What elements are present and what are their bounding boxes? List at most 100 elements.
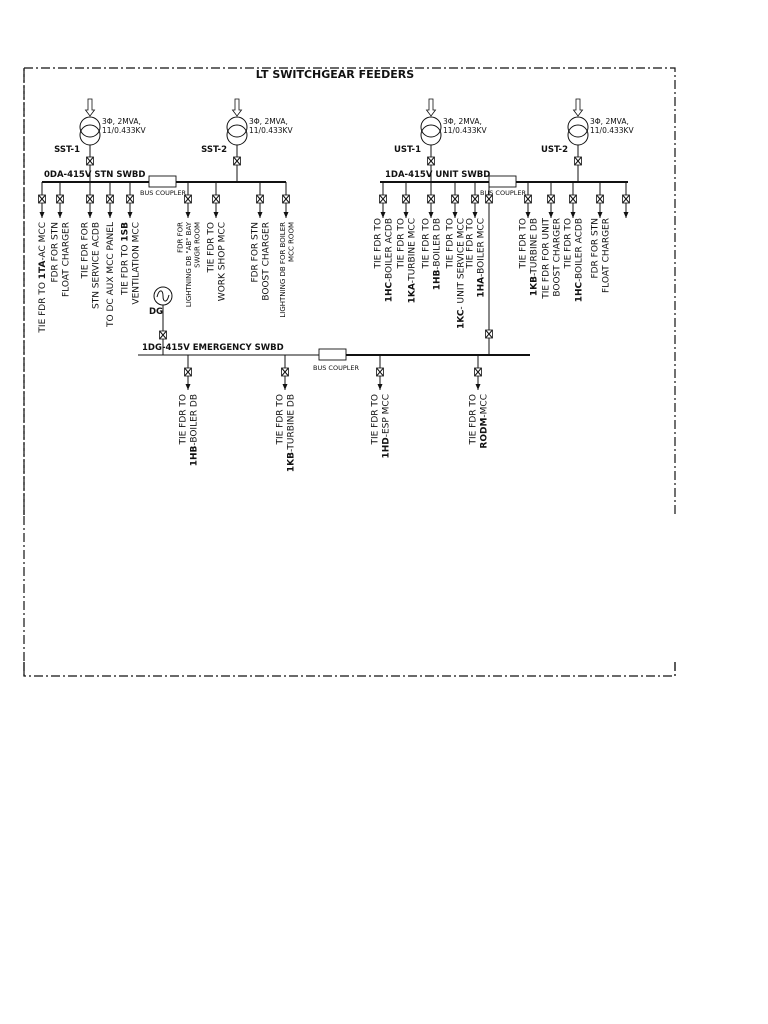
unit-feeder-4-label-line-1: TIE FDR TO [446,218,456,270]
stn-feeder-7-label-segment: WORK SHOP MCC [218,222,228,301]
unit-feeder-2-label-line-1: TIE FDR TO [397,218,407,270]
transformer-sst-2-incomer-arrow [231,98,243,117]
unit-feeder-5-label-segment: TIE FDR TO [466,218,476,270]
unit-feeder-9-arrow [597,212,603,218]
unit-feeder-7-label-segment: TIE FDR FOR UNIT [542,218,552,300]
stn-feeder-2-label-segment: FLOAT CHARGER [62,222,72,297]
bus-label-stn: 0DA-415V STN SWBD [44,170,145,180]
stn-feeder-9-label-line-1: LIGHTNING DB FOR BOILER [279,222,287,318]
stn-feeder-3-label-segment: STN SERVICE ACDB [92,222,102,309]
stn-feeder-2-label-line-2: FLOAT CHARGER [62,222,72,297]
unit-feeder-5-label-line-1: TIE FDR TO [466,218,476,270]
unit-feeder-8-label-segment: 1HC [575,282,585,303]
emergency-feeder-4-label-line-2: RODM-MCC [480,394,490,449]
stn-feeder-2-breaker-cross [56,195,64,203]
stn-feeder-4-arrow [107,212,113,218]
stn-feeder-6-label-line-2: LIGHTNING DB "AB" BAY [185,221,193,307]
stn-feeder-2-label-segment: FDR FOR STN [51,222,61,283]
stn-feeder-6-label-segment: FDR FOR [177,222,185,253]
transformer-ust-2-rating-2: 11/0.433KV [590,126,634,135]
transformer-sst-1-rating-2: 11/0.433KV [102,126,146,135]
stn-feeder-9-breaker-cross [282,195,290,203]
emergency-feeder-4-label-segment: TIE FDR TO [469,394,479,446]
emergency-feeder-4-label-segment: RODM [480,418,490,449]
transformer-sst-2-label: SST-2 [201,145,227,155]
emergency-feeder-2-label-segment: -TURBINE DB [287,394,297,452]
transformer-sst-1-winding-secondary [79,124,101,146]
unit-feeder-8-label-line-2: 1HC-BOILER ACDB [575,218,585,302]
stn-feeder-7-arrow [213,212,219,218]
unit-feeder-7-label-line-1: TIE FDR FOR UNIT [542,218,552,300]
unit-feeder-5-label-segment: -BOILER MCC [477,218,487,277]
stn-feeder-8-label-line-2: BOOST CHARGER [262,222,272,301]
emergency-feeder-4-label-segment: -MCC [480,394,490,418]
emergency-feeder-3-label-line-1: TIE FDR TO [371,394,381,446]
unit-tie-breaker-bottom-cross [485,330,493,338]
stn-feeder-7-label-line-1: TIE FDR TO [207,222,217,274]
unit-feeder-1-label-line-1: TIE FDR TO [374,218,384,270]
transformer-sst-2-rating-2: 11/0.433KV [249,126,293,135]
emergency-feeder-3-label-segment: 1HD [382,437,392,458]
unit-feeder-7-breaker-cross [547,195,555,203]
unit-feeder-9-breaker-cross [596,195,604,203]
unit-feeder-5-arrow [472,212,478,218]
unit-feeder-5-label-line-2: 1HA-BOILER MCC [477,218,487,298]
stn-feeder-1-label-segment: 1TA [38,261,48,280]
emergency-feeder-3-label-segment: -ESP MCC [382,394,392,437]
stn-feeder-5-label-segment: 1SB [121,222,131,242]
emergency-feeder-2-label-segment: TIE FDR TO [276,394,286,446]
unit-feeder-8-label-segment: TIE FDR TO [564,218,574,270]
emergency-feeder-1-label-segment: TIE FDR TO [179,394,189,446]
bus-coupler-label-stn: BUS COUPLER [140,189,186,197]
dg-breaker-cross [159,331,167,339]
stn-feeder-5-arrow [127,212,133,218]
transformer-ust-1-label: UST-1 [394,145,421,155]
emergency-feeder-3-label-segment: TIE FDR TO [371,394,381,446]
unit-tie-breaker-top-cross [485,195,493,203]
bus-coupler-label-emergency: BUS COUPLER [313,364,359,372]
transformer-sst-1-winding-primary [79,116,101,138]
transformer-sst-1-label: SST-1 [54,145,80,155]
unit-feeder-1-label-segment: 1HC [385,282,395,303]
unit-feeder-9-label-line-1: FDR FOR STN [591,218,601,279]
unit-feeder-5-breaker-cross [471,195,479,203]
bus-label-unit: 1DA-415V UNIT SWBD [385,170,490,180]
unit-feeder-6-label-segment: TIE FDR TO [519,218,529,270]
dg-label: DG [149,307,163,317]
stn-feeder-3-label-line-2: STN SERVICE ACDB [92,222,102,309]
transformer-ust-2-rating-1: 3Φ, 2MVA, [590,117,629,126]
unit-feeder-6-label-line-2: 1KB-TURBINE DB [530,218,540,296]
unit-feeder-7-arrow [548,212,554,218]
unit-feeder-3-label-line-2: 1HB-BOILER DB [433,218,443,290]
unit-feeder-1-label-segment: TIE FDR TO [374,218,384,270]
stn-feeder-7-breaker-cross [212,195,220,203]
unit-feeder-1-arrow [380,212,386,218]
unit-feeder-2-arrow [403,212,409,218]
unit-feeder-5-label-segment: 1HA [477,277,487,298]
unit-feeder-6-label-line-1: TIE FDR TO [519,218,529,270]
emergency-feeder-4-arrow [475,384,481,390]
transformer-sst-2-rating-1: 3Φ, 2MVA, [249,117,288,126]
stn-feeder-4-breaker-cross [106,195,114,203]
unit-feeder-2-label-segment: 1KA [408,283,418,303]
unit-feeder-1-label-segment: -BOILER ACDB [385,218,395,282]
transformer-ust-2-winding-primary [567,116,589,138]
transformer-ust-1-rating-2: 11/0.433KV [443,126,487,135]
bus-coupler-emergency [318,348,347,361]
transformer-sst-1-incomer-arrow [84,98,96,117]
transformer-ust-1-incomer-arrow [425,98,437,117]
unit-feeder-9-label-segment: FDR FOR STN [591,218,601,279]
unit-feeder-3-label-segment: 1HB [433,269,443,290]
stn-feeder-3-arrow [87,212,93,218]
stn-feeder-6-arrow [185,212,191,218]
emergency-feeder-3-breaker-cross [376,368,384,376]
stn-feeder-8-label-line-1: FDR FOR STN [251,222,261,283]
stn-feeder-7-label-segment: TIE FDR TO [207,222,217,274]
emergency-feeder-2-label-segment: 1KB [287,452,297,472]
emergency-feeder-1-breaker-cross [184,368,192,376]
unit-feeder-9-label-segment: FLOAT CHARGER [602,218,612,293]
emergency-feeder-1-label-line-2: 1HB-BOILER DB [190,394,200,466]
stn-feeder-5-label-line-1: TIE FDR TO 1SB [121,222,131,296]
